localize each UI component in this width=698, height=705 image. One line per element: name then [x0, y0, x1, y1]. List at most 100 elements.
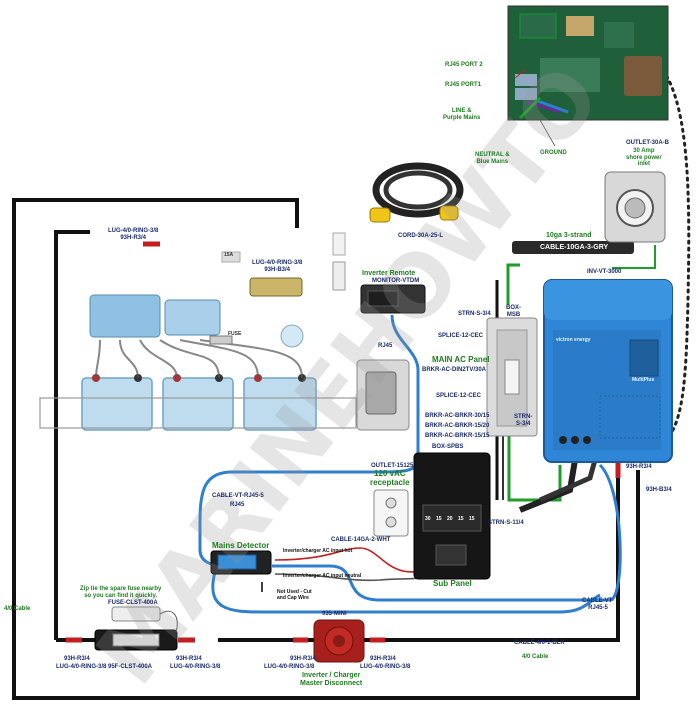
label-cord-30a: CORD-30A-25-L	[398, 233, 444, 239]
breaker-val-3: 20	[447, 516, 453, 522]
label-outlet-code: OUTLET-15125	[371, 463, 414, 469]
label-cable-vt-left: CABLE-VT-RJ45-5	[212, 493, 264, 499]
ac-neutral-wire	[274, 573, 426, 582]
shore-inlet	[604, 171, 666, 243]
dotted-link	[658, 68, 691, 447]
label-inv-model: MultiPlus	[632, 377, 655, 383]
rj45-inverter-cable	[272, 463, 622, 602]
label-cable-40-b: 4/0 Cable	[522, 654, 549, 660]
label-rj45-a: RJ45	[378, 343, 393, 349]
breaker-val-5: 15	[469, 516, 475, 522]
breaker-val-2: 15	[436, 516, 442, 522]
sub-panel	[413, 452, 491, 580]
battery-tray	[39, 397, 357, 429]
label-strand-10ga: 10ga 3-strand	[546, 232, 592, 239]
breaker-val-4: 15	[458, 516, 464, 522]
label-inv-remote: Inverter Remote	[362, 270, 416, 277]
label-splice-bottom: SPLICE-12-CEC	[436, 393, 482, 399]
label-brkr-20: BRKR-AC-BRKR-15/20	[425, 423, 490, 429]
negative-cable-lower	[54, 230, 90, 640]
ac-switch	[332, 261, 346, 291]
label-fuse-code: FUSE-CLST-400A	[108, 600, 158, 606]
top-fuse-pad	[221, 251, 241, 263]
bottom-return-cable	[12, 470, 640, 700]
shunt-dial	[280, 324, 304, 348]
label-disconnect-desc: Inverter / Charger Master Disconnect	[300, 672, 363, 687]
battery-bank	[39, 294, 357, 431]
watermark: MARINEHOWTO	[78, 48, 620, 703]
label-inv-code: INV-VT-3000	[587, 269, 622, 275]
rj45-bottom-loop	[211, 571, 601, 614]
label-outlet-30a-code: OUTLET-30A-B	[626, 140, 670, 146]
label-lug-top: LUG-4/0-RING-3/8 93H-R3/4	[108, 228, 159, 241]
label-neutral-blue: NEUTRAL & Blue Mains	[475, 152, 510, 165]
label-bl-lug: LUG-4/0-RING-3/8	[56, 664, 107, 670]
label-d-l-93h: 93H-R3/4	[290, 656, 316, 662]
label-box-spbs: BOX-SPBS	[432, 444, 464, 450]
label-d-l-lug: LUG-4/0-RING-3/8	[264, 664, 315, 670]
label-d-r-lug: LUG-4/0-RING-3/8	[360, 664, 411, 670]
label-outlet-30a-desc: 30 Amp shore power inlet	[626, 148, 662, 168]
battery-2	[162, 377, 234, 431]
label-not-used: Not Used - Cut and Cap Wire	[277, 589, 312, 601]
label-mains-detector: Mains Detector	[212, 541, 270, 550]
rj45-remote-cable	[198, 314, 420, 567]
label-brkr-15: BRKR-AC-BRKR-15/15	[425, 433, 490, 439]
inv-out-cable-2	[538, 459, 598, 503]
label-lug-mid: LUG-4/0-RING-3/8 93H-B3/4	[252, 260, 303, 273]
negative-cable-perimeter	[12, 198, 299, 640]
label-cable-blk: CABLE-4/0-1-BLK	[514, 640, 565, 646]
busbar-block-2	[164, 299, 221, 336]
battery-1	[81, 377, 153, 431]
label-box-msb: BOX- MSB	[506, 305, 521, 318]
ac-outlet	[373, 489, 409, 537]
zip-tie	[159, 610, 178, 633]
inverter	[543, 279, 673, 463]
ac-switch-top	[332, 232, 346, 256]
ac-feed-green	[506, 263, 520, 305]
fuse-holder	[94, 606, 178, 651]
label-rj45-port2: RJ45 PORT 2	[445, 62, 483, 68]
ac-hot-wire	[274, 547, 426, 573]
label-strn-bottom: STRN-S-11/4	[488, 520, 524, 526]
label-rj45-b: RJ45	[230, 502, 245, 508]
label-bl-93h: 93H-R3/4	[64, 656, 90, 662]
label-inv-neutral: Inverter/charger AC input neutral	[283, 573, 362, 579]
label-cable-40: 4/0 Cable	[4, 606, 31, 612]
label-inv-brand: victron energy	[556, 337, 591, 343]
label-monitor-code: MONITOR-VTDM	[372, 278, 420, 284]
label-brkr-main: BRKR-AC-DIN2TV/30A	[422, 367, 487, 373]
label-main-ac-panel: MAIN AC Panel	[432, 355, 490, 364]
label-bm-lug: LUG-4/0-RING-3/8	[170, 664, 221, 670]
ac-feed-green-2	[507, 420, 562, 502]
label-rj45-port1: RJ45 PORT1	[445, 82, 482, 88]
cable-10ga	[512, 241, 634, 254]
label-splice-top: SPLICE-12-CEC	[438, 333, 484, 339]
label-cable-14ga: CABLE-14GA-2-WHT	[331, 537, 391, 543]
label-top-fuse: 15A	[224, 252, 234, 258]
label-ground: GROUND	[540, 150, 567, 156]
label-cable-10ga: CABLE-10GA-3-GRY	[540, 244, 609, 251]
label-zip-note: Zip tie the spare fuse nearby so you can…	[80, 586, 162, 599]
label-cable-vt-right: CABLE-VT- RJ45-5	[582, 598, 614, 611]
label-bm-93h: 93H-R3/4	[176, 656, 202, 662]
label-brkr-30: BRKR-AC-BRKR-30/15	[425, 413, 490, 419]
label-sub-panel: Sub Panel	[433, 579, 472, 588]
busbar-block	[89, 294, 161, 338]
label-fuse-tag: FUSE	[228, 331, 242, 337]
label-inv-hot: Inverter/charger AC input hot	[283, 548, 353, 554]
label-fuseholder: 95F-CLST-400A	[108, 664, 153, 670]
inverter-pcb	[507, 5, 669, 121]
label-d-r-93h: 93H-R3/4	[370, 656, 396, 662]
label-disc-code: 935-MINI	[322, 611, 347, 617]
inv-out-cable	[518, 459, 578, 513]
battery-fuse	[209, 335, 233, 345]
label-93h-b: 93H-B3/4	[646, 487, 672, 493]
label-line-purple: LINE & Purple Mains	[443, 108, 481, 121]
label-strn-top: STRN-S-3/4	[458, 311, 491, 317]
combiner-inner	[365, 371, 397, 415]
fuse-block-top	[249, 277, 303, 297]
breaker-val-1: 30	[425, 516, 431, 522]
battery-3	[243, 377, 317, 431]
label-outlet-desc: 120 vAC receptacle	[370, 469, 410, 487]
